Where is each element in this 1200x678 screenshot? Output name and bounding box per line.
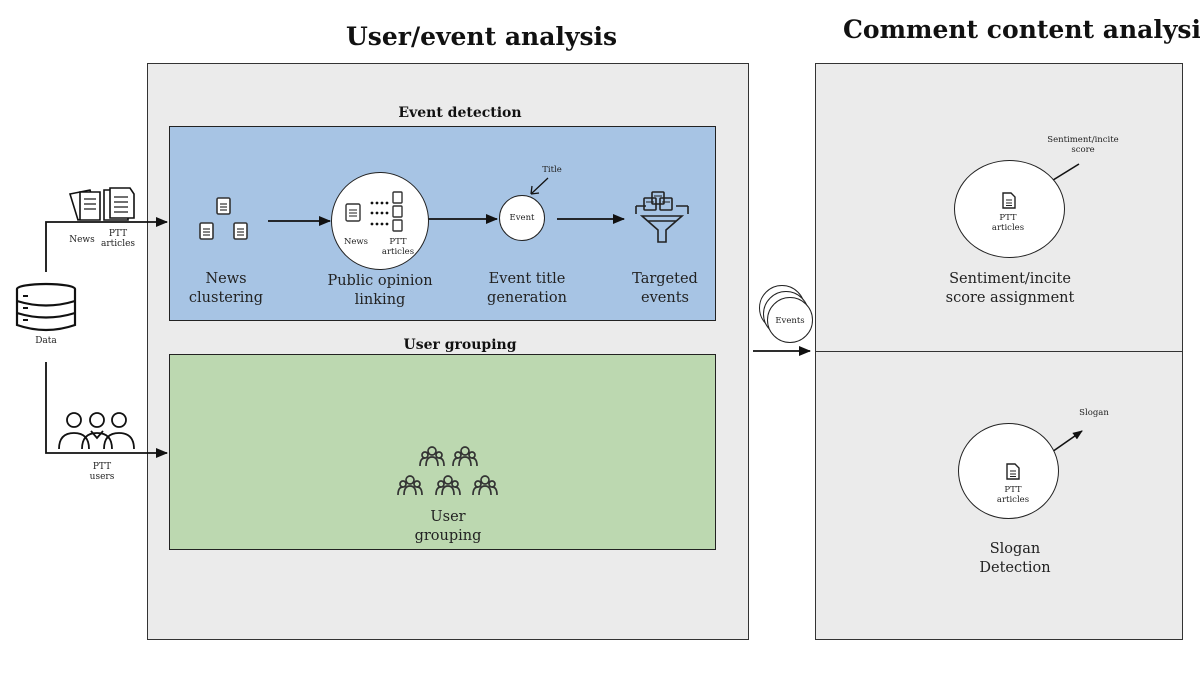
comment-content-title: Comment content analysis — [843, 15, 1200, 44]
linking-ptt-label: PTT articles — [380, 237, 416, 257]
ptt-articles-source-label: PTT articles — [100, 229, 136, 249]
public-opinion-label: Public opinion linking — [320, 272, 440, 310]
event-title-line1: Event title — [488, 271, 566, 287]
user-groups-icon — [397, 446, 498, 496]
slogan-ptt-line2: articles — [996, 495, 1030, 505]
user-grouping-line1: User — [430, 509, 466, 525]
ptt-users-line1: PTT — [92, 462, 112, 472]
title-tag-arrow — [530, 177, 549, 195]
news-cluster-icon — [199, 197, 248, 240]
targeted-events-label: Targeted events — [615, 270, 715, 308]
linking-ptt-line2: articles — [381, 247, 415, 257]
ptt-articles-source-line1: PTT — [108, 229, 128, 239]
user-grouping-box — [169, 354, 716, 550]
ptt-users-line2: users — [89, 472, 115, 482]
events-stack-front — [767, 297, 813, 343]
sentiment-ptt-label: PTT articles — [988, 213, 1028, 233]
sentiment-label-line1: Sentiment/incite — [949, 271, 1071, 287]
sentiment-document-icon — [1002, 192, 1016, 209]
public-opinion-line2: linking — [354, 292, 406, 308]
data-to-users-arrow — [45, 362, 168, 458]
sentiment-tag-line2: score — [1071, 145, 1095, 155]
users-group-icon — [58, 412, 135, 450]
user-grouping-line2: grouping — [414, 528, 482, 544]
public-opinion-line1: Public opinion — [327, 273, 433, 289]
slogan-document-icon — [1006, 463, 1020, 480]
ptt-users-label: PTT users — [80, 462, 124, 482]
document-stack-icon — [68, 187, 135, 221]
news-clustering-label: News clustering — [181, 270, 271, 308]
event-title-label: Event title generation — [472, 270, 582, 308]
user-grouping-title: User grouping — [403, 337, 517, 353]
event-title-line2: generation — [487, 290, 567, 306]
event-detection-title: Event detection — [398, 105, 522, 121]
sentiment-tag-line1: Sentiment/incite — [1047, 135, 1119, 145]
database-icon — [15, 282, 77, 332]
user-event-title: User/event analysis — [346, 22, 618, 51]
ptt-articles-source-line2: articles — [100, 239, 136, 249]
sentiment-ptt-line2: articles — [991, 223, 1025, 233]
targeted-events-line1: Targeted — [632, 271, 698, 287]
sentiment-label-line2: score assignment — [945, 290, 1075, 306]
linking-ptt-line1: PTT — [389, 237, 407, 247]
event-circle-label: Event — [509, 213, 535, 223]
sentiment-tag-label: Sentiment/incite score — [1042, 135, 1124, 155]
news-source-label: News — [69, 235, 95, 245]
sentiment-circle — [954, 160, 1065, 258]
slogan-label: Slogan Detection — [960, 540, 1070, 578]
linking-news-label: News — [343, 237, 369, 247]
event-circle — [499, 195, 545, 241]
linking-docs-icon — [345, 191, 403, 232]
news-clustering-line2: clustering — [188, 290, 264, 306]
sentiment-ptt-line1: PTT — [999, 213, 1017, 223]
sentiment-label: Sentiment/incite score assignment — [930, 270, 1090, 308]
targeted-events-line2: events — [641, 290, 689, 306]
slogan-ptt-line1: PTT — [1004, 485, 1022, 495]
data-to-event-arrow — [45, 217, 168, 272]
filter-icon — [635, 191, 689, 243]
title-tag-label: Title — [542, 165, 562, 175]
user-grouping-label: User grouping — [398, 508, 498, 546]
slogan-label-line1: Slogan — [989, 541, 1041, 557]
news-clustering-line1: News — [205, 271, 247, 287]
slogan-ptt-label: PTT articles — [993, 485, 1033, 505]
data-label: Data — [35, 336, 57, 346]
events-stack-label: Events — [775, 316, 805, 326]
slogan-label-line2: Detection — [979, 560, 1051, 576]
slogan-tag-label: Slogan — [1079, 408, 1109, 418]
